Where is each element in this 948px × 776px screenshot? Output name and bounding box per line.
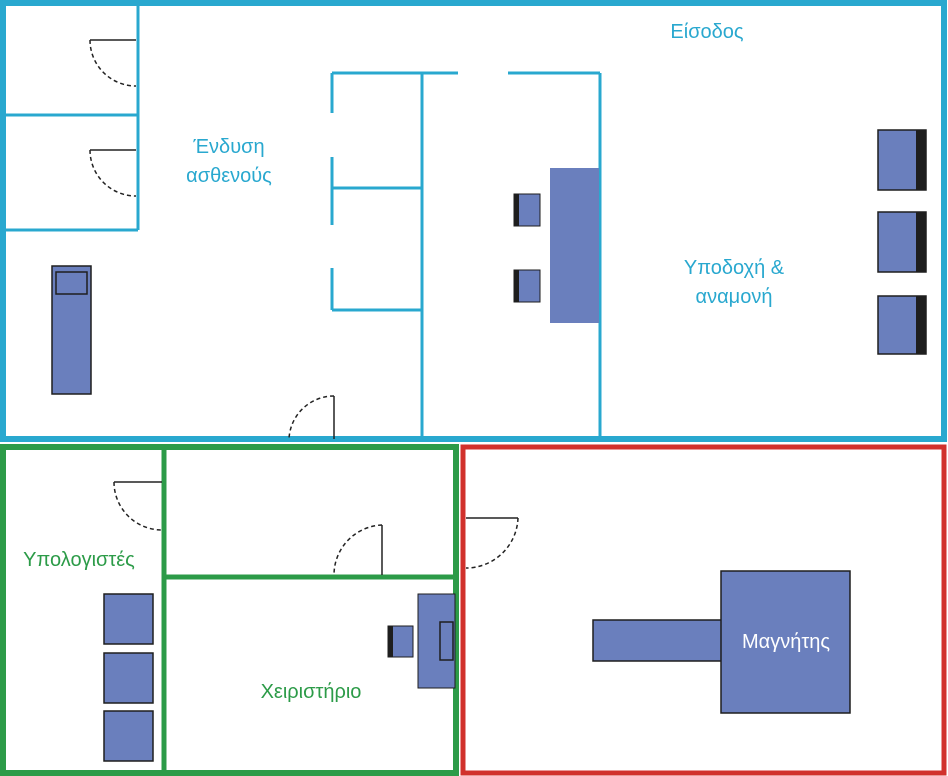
magnet bbox=[720, 570, 851, 714]
scanner-zone-border bbox=[460, 444, 947, 776]
desk-chair-2 bbox=[513, 269, 541, 303]
reception-desk bbox=[550, 168, 599, 323]
waiting-chair-1 bbox=[877, 129, 927, 191]
desk-chair-1 bbox=[513, 193, 541, 227]
cubicle-door-1[interactable] bbox=[89, 39, 137, 87]
magnet-label: Μαγνήτης bbox=[742, 631, 830, 653]
computers-label: Υπολογιστές bbox=[23, 549, 135, 571]
reception-zone-border bbox=[0, 0, 947, 442]
entrance-label: Είσοδος bbox=[670, 21, 744, 43]
scanner-zone: Μαγνήτης bbox=[460, 444, 947, 776]
computer-1 bbox=[103, 593, 154, 645]
computer-room-door[interactable] bbox=[113, 481, 163, 531]
reception-label-line2: αναμονή bbox=[696, 286, 773, 308]
computer-2 bbox=[103, 652, 154, 704]
control-zone: Υπολογιστές Χειριστήριο bbox=[0, 444, 459, 776]
cubicle-door-2[interactable] bbox=[89, 149, 137, 197]
control-zone-partitions bbox=[161, 447, 456, 773]
computer-3 bbox=[103, 710, 154, 762]
control-room-door[interactable] bbox=[333, 524, 383, 576]
changing-label-line1: Ένδυση bbox=[192, 136, 264, 158]
scanner-room-door[interactable] bbox=[465, 517, 519, 569]
changing-cubicles bbox=[3, 3, 140, 232]
control-room-label: Χειριστήριο bbox=[261, 681, 362, 703]
bed-pillow bbox=[55, 271, 88, 295]
changing-room-door[interactable] bbox=[288, 395, 335, 440]
inner-partitions bbox=[330, 71, 602, 439]
console-chair bbox=[387, 625, 414, 658]
patient-bed bbox=[51, 265, 92, 395]
control-zone-border bbox=[0, 444, 459, 776]
waiting-chair-3 bbox=[877, 295, 927, 355]
reception-zone: Είσοδος Ένδυση ασθενούς Υποδοχή & αναμον… bbox=[0, 0, 947, 442]
changing-label-line2: ασθενούς bbox=[186, 165, 272, 187]
reception-label-line1: Υποδοχή & bbox=[684, 257, 785, 279]
waiting-chair-2 bbox=[877, 211, 927, 273]
control-console bbox=[417, 593, 456, 689]
console-screen bbox=[439, 621, 454, 661]
patient-table bbox=[592, 619, 724, 662]
